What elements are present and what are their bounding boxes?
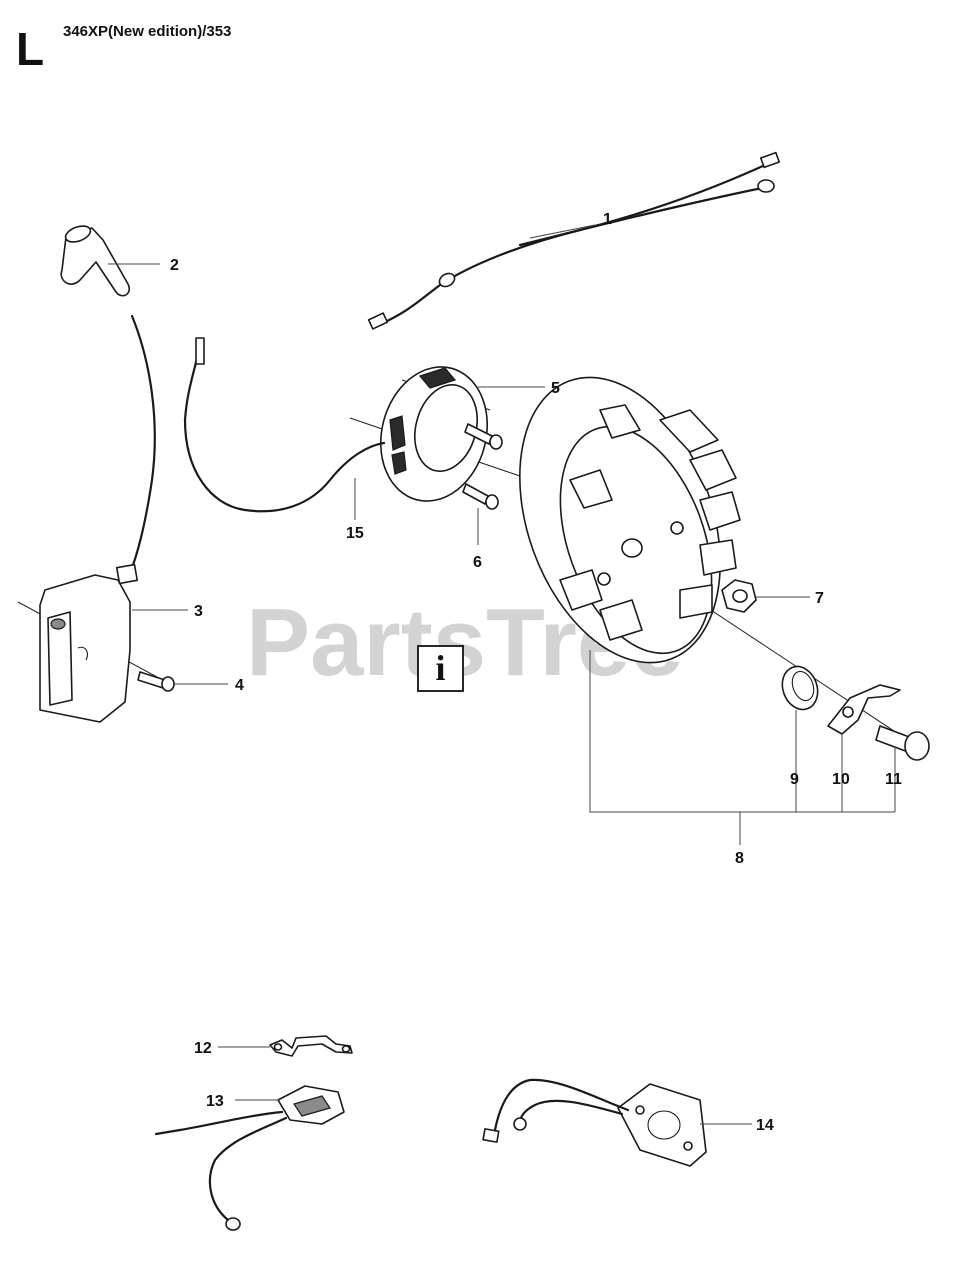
callout-7: 7 bbox=[815, 590, 824, 607]
part-11-pivot-screw[interactable] bbox=[875, 725, 930, 761]
callout-6: 6 bbox=[473, 554, 482, 571]
part-7-nut[interactable] bbox=[721, 579, 757, 613]
part-10-pawl[interactable] bbox=[827, 684, 901, 735]
section-letter: L bbox=[16, 23, 45, 75]
callout-3: 3 bbox=[194, 603, 203, 620]
part-13-switch-assembly[interactable] bbox=[154, 1085, 345, 1231]
callout-13: 13 bbox=[206, 1093, 224, 1110]
callout-8: 8 bbox=[735, 850, 744, 867]
part-6-screws[interactable] bbox=[462, 423, 503, 510]
part-9-washer[interactable] bbox=[777, 662, 824, 715]
callout-4: 4 bbox=[235, 677, 244, 694]
callout-15: 15 bbox=[346, 525, 364, 542]
part-3-ignition-module[interactable] bbox=[39, 563, 139, 723]
callout-9: 9 bbox=[790, 771, 799, 788]
part-1-wire-harness[interactable] bbox=[367, 151, 781, 330]
part-5-stator-ring[interactable] bbox=[366, 355, 502, 513]
info-icon-glyph: i bbox=[435, 648, 445, 688]
ignition-lead-wire bbox=[130, 314, 156, 567]
info-icon[interactable]: i bbox=[417, 645, 464, 692]
part-15-stator-lead[interactable] bbox=[183, 337, 386, 513]
callout-2: 2 bbox=[170, 257, 179, 274]
part-2-spark-plug-boot[interactable] bbox=[60, 223, 130, 297]
leader-lines bbox=[108, 224, 896, 1125]
callout-1: 1 bbox=[603, 211, 612, 228]
callout-10: 10 bbox=[832, 771, 850, 788]
part-4-screw[interactable] bbox=[137, 671, 175, 692]
part-12-bracket[interactable] bbox=[269, 1035, 353, 1057]
callout-14: 14 bbox=[756, 1117, 774, 1134]
callout-12: 12 bbox=[194, 1040, 212, 1057]
callout-11: 11 bbox=[885, 771, 902, 788]
part-8-flywheel[interactable] bbox=[483, 349, 757, 690]
callout-5: 5 bbox=[551, 380, 560, 397]
part-14-plate-with-wires[interactable] bbox=[482, 1078, 707, 1167]
model-title: 346XP(New edition)/353 bbox=[63, 23, 232, 40]
